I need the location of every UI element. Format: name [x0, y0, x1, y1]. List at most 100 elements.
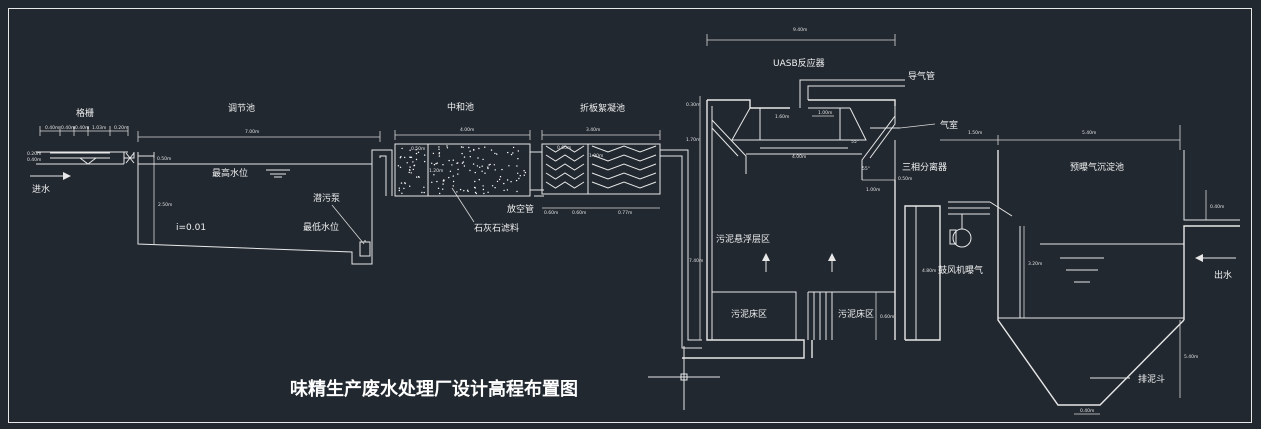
- baffle-plates: [545, 145, 657, 189]
- filter-grain: [515, 179, 518, 182]
- dim-reg-top: 0.50m: [157, 156, 171, 162]
- dim-hopper-w: 0.40m: [1080, 408, 1094, 414]
- filter-grain: [510, 153, 513, 156]
- label-blower-aeration: 鼓风机曝气: [938, 264, 983, 276]
- label-vent-pipe: 放空管: [507, 203, 534, 215]
- filter-grain: [431, 181, 433, 183]
- filter-grain: [468, 146, 470, 149]
- dim-pre-b: 5.40m: [1082, 130, 1096, 136]
- filter-grain: [487, 191, 489, 193]
- baffle-plate: [591, 163, 657, 171]
- filter-grain: [415, 152, 418, 155]
- sewage-pump-icon: [359, 241, 371, 257]
- filter-grain: [463, 165, 466, 167]
- dim-pre-h3: 4.80m: [922, 268, 936, 274]
- dim-uasb-h3: 7.40m: [689, 258, 703, 264]
- filter-grain: [466, 189, 469, 191]
- filter-grain: [457, 168, 459, 171]
- filter-grain: [489, 163, 491, 166]
- filter-grain: [423, 191, 425, 194]
- dim-pre-h2: 3.20m: [1028, 261, 1042, 267]
- filter-grain: [523, 170, 525, 172]
- filter-grain: [398, 187, 400, 189]
- filter-grain: [496, 153, 498, 155]
- filter-grain: [435, 163, 437, 165]
- filter-grain: [442, 164, 444, 166]
- label-max-water-level: 最高水位: [212, 167, 248, 179]
- filter-grain: [472, 163, 475, 165]
- dim-uasb-angle: 55°: [851, 139, 859, 145]
- baffle-flocculation-tank: 折板絮凝池 3.40m 0.60m 1.00m 0.60m 0.60m 0.77…: [507, 102, 702, 349]
- label-neutralization-tank: 中和池: [447, 101, 474, 113]
- filter-grain: [474, 180, 476, 183]
- filter-grain: [410, 156, 412, 158]
- label-grille: 格栅: [76, 107, 94, 119]
- dim-floc-c: 0.60m: [544, 210, 558, 216]
- filter-grain: [417, 151, 420, 153]
- filter-grain: [473, 186, 476, 189]
- filter-grain: [398, 189, 400, 192]
- filter-grain: [424, 154, 426, 156]
- filter-grain: [494, 187, 496, 189]
- filter-grain: [523, 174, 525, 176]
- filter-grain: [482, 188, 485, 191]
- filter-grain: [404, 182, 406, 184]
- filter-grain: [516, 165, 518, 167]
- filter-grain: [449, 170, 452, 172]
- dim-uasb-in1: 1.60m: [775, 114, 789, 120]
- filter-grain: [438, 146, 440, 148]
- dim-sep-a: 0.50m: [898, 176, 912, 182]
- filter-grain: [462, 146, 464, 148]
- dim-uasb-angle2: 55°: [862, 166, 870, 172]
- filter-grain: [459, 188, 462, 191]
- filter-grain: [438, 155, 441, 157]
- filter-grain: [442, 188, 444, 190]
- dim-neu-b: 1.20m: [429, 168, 443, 174]
- filter-grain: [484, 172, 486, 174]
- dim-uasb-h2: 1.70m: [686, 137, 700, 143]
- filter-grain: [493, 164, 495, 166]
- filter-grain: [487, 166, 489, 168]
- filter-grain: [436, 180, 438, 183]
- filter-grain: [510, 181, 512, 183]
- sludge-bed-grid: [807, 291, 895, 340]
- filter-grain: [478, 179, 480, 181]
- baffle-plate: [545, 172, 585, 180]
- filter-grain: [462, 161, 465, 163]
- filter-grain: [508, 165, 510, 167]
- filter-grain: [482, 185, 484, 187]
- filter-grain: [487, 167, 489, 170]
- filter-grain: [469, 150, 471, 152]
- dim-floc-d: 0.60m: [572, 210, 586, 216]
- baffle-plate: [591, 172, 657, 180]
- filter-grain: [421, 191, 423, 194]
- filter-grain: [463, 156, 466, 158]
- label-sludge-bed-zone-left: 污泥床区: [731, 308, 767, 320]
- filter-grain: [456, 191, 458, 193]
- baffle-plate: [545, 163, 585, 171]
- filter-grain: [431, 162, 433, 164]
- filter-grain: [415, 158, 418, 161]
- filter-grain: [433, 164, 436, 166]
- filter-grain: [401, 192, 403, 194]
- uasb-reactor: 9.40m UASB反应器 导气管 1.60m 1.00m 4.00m 55° …: [682, 27, 958, 359]
- filter-grain: [437, 187, 440, 189]
- dim-reg-len: 7.00m: [245, 129, 259, 135]
- baffle-plate: [591, 181, 657, 189]
- baffle-plate: [545, 145, 585, 153]
- filter-grain: [409, 166, 411, 168]
- filter-grain: [410, 172, 412, 174]
- filter-grain: [404, 156, 406, 159]
- baffle-plate: [545, 154, 585, 162]
- filter-grain: [408, 171, 410, 174]
- filter-grain: [494, 152, 496, 155]
- filter-grain: [452, 159, 454, 161]
- dim-uasb-w: 4.00m: [792, 154, 806, 160]
- baffle-plate: [591, 145, 657, 153]
- filter-grain: [412, 168, 414, 171]
- dim-sludge-bed-h: 0.60m: [880, 314, 894, 320]
- filter-grain: [423, 186, 425, 188]
- filter-grain: [403, 187, 405, 190]
- filter-grain: [448, 176, 450, 179]
